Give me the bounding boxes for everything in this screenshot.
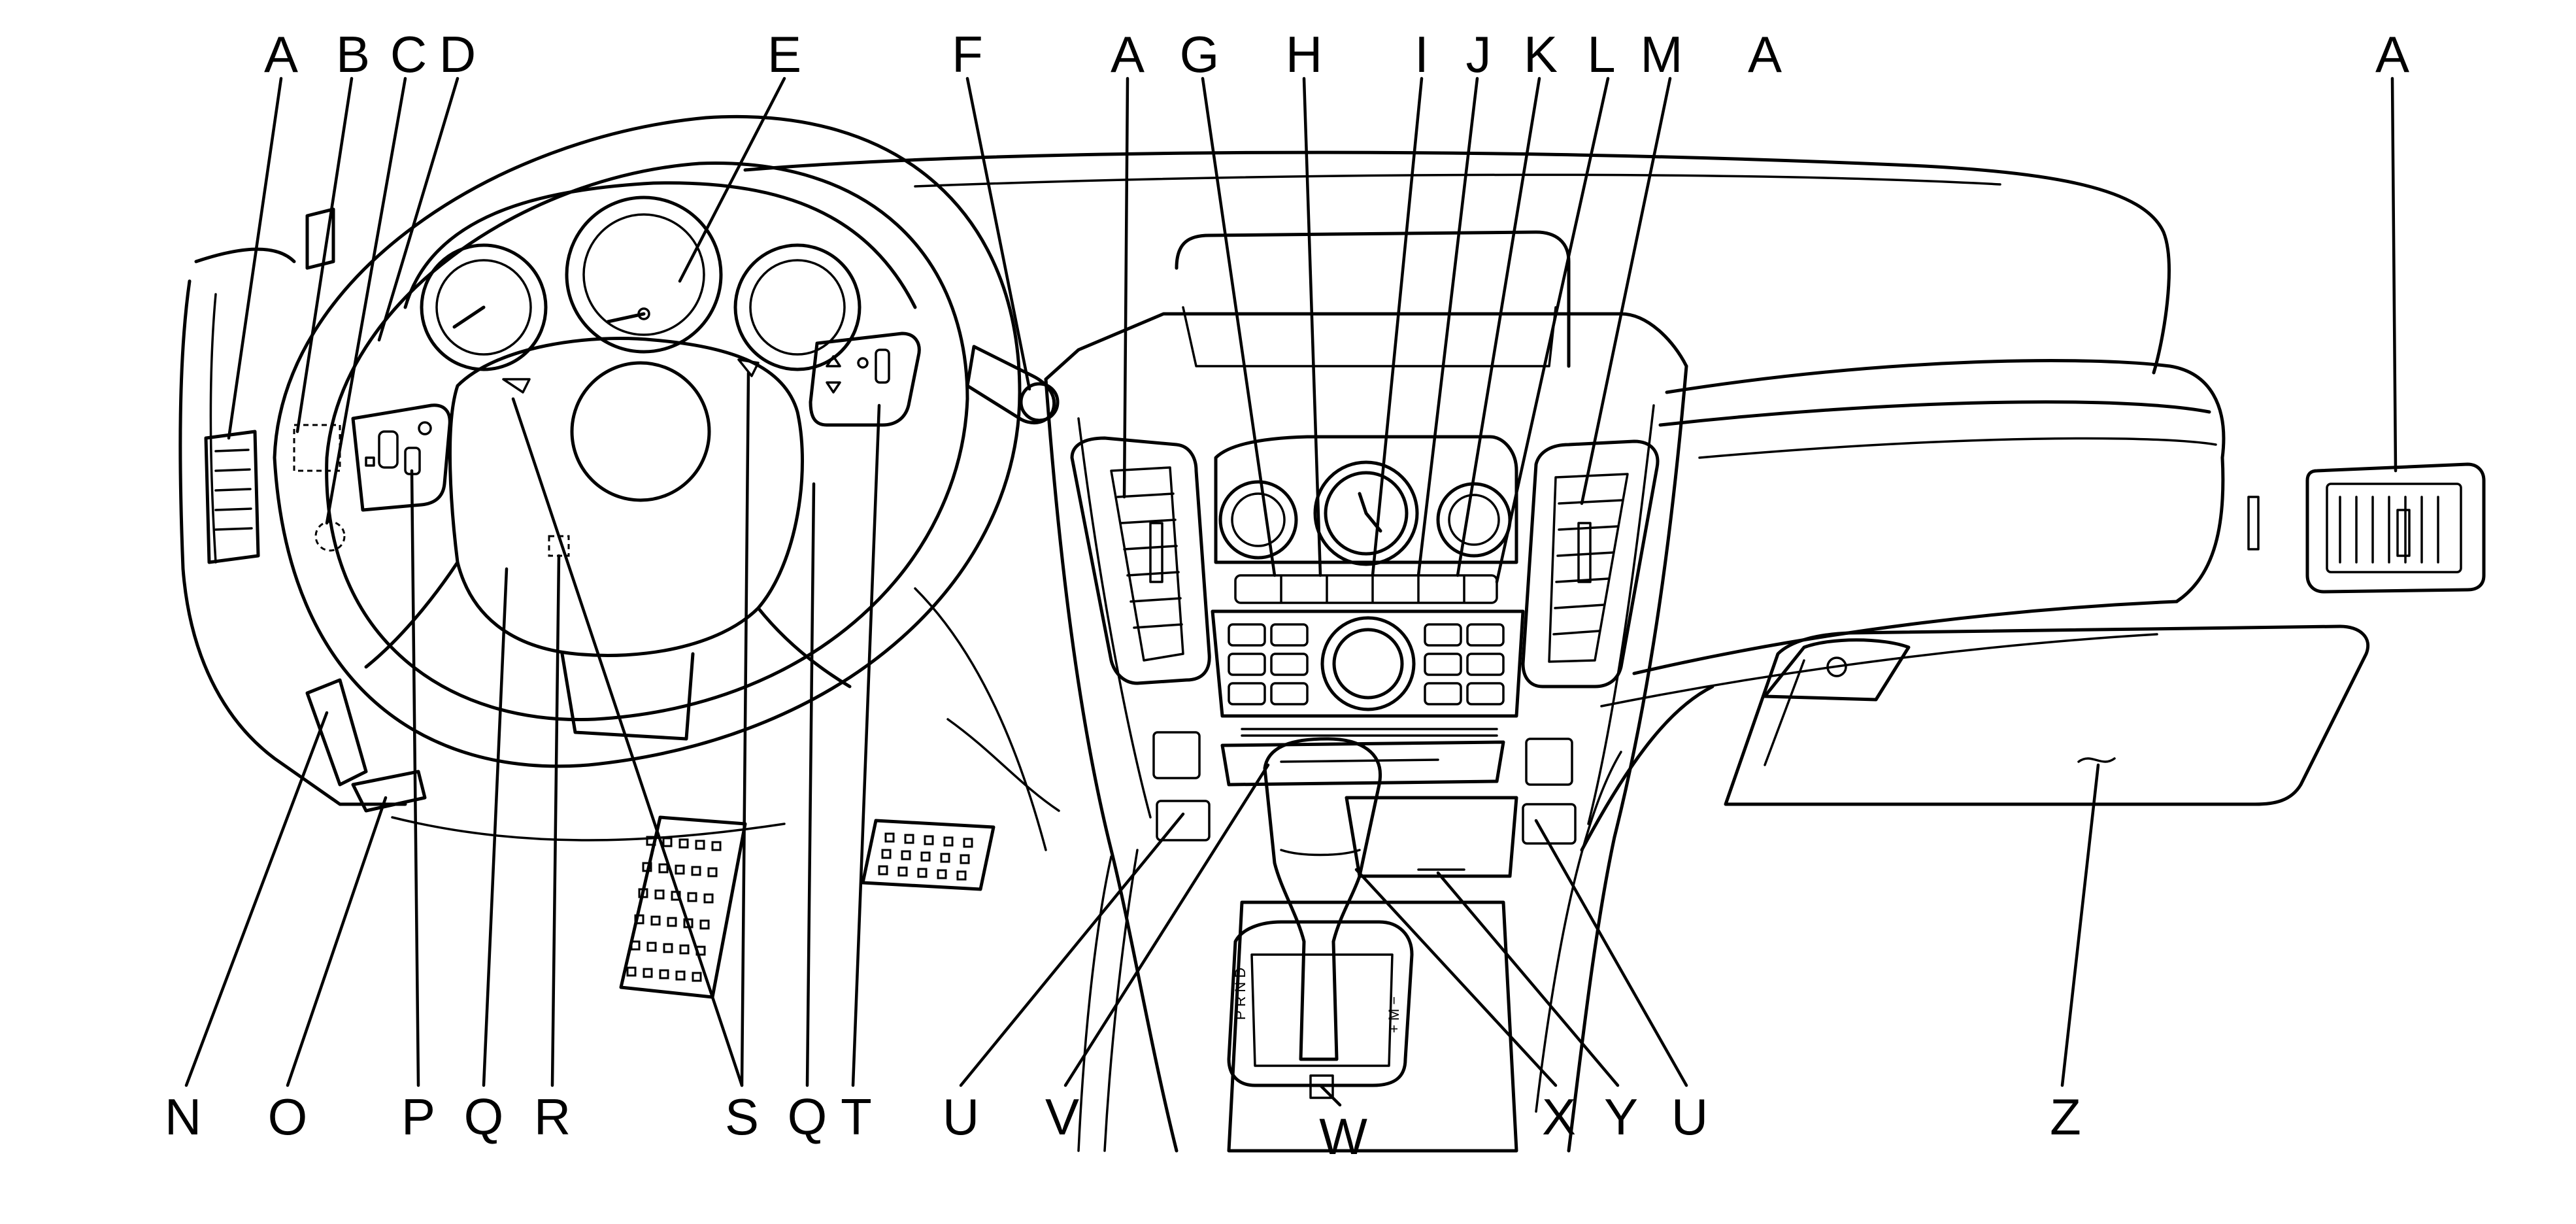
center-stack bbox=[1044, 230, 1688, 1153]
callout-h: H bbox=[1286, 26, 1322, 83]
steering-wheel-right-controls bbox=[809, 332, 921, 427]
steering-wheel bbox=[273, 115, 1022, 768]
callout-f: F bbox=[952, 26, 983, 83]
lower-right-bin bbox=[1522, 738, 1577, 845]
callout-v: V bbox=[1045, 1088, 1079, 1146]
callout-k: K bbox=[1524, 26, 1558, 83]
callout-n: N bbox=[165, 1088, 201, 1146]
callout-u-left: U bbox=[943, 1088, 979, 1146]
shifter-left-gates: P R N D bbox=[1232, 968, 1248, 1020]
callout-s: S bbox=[725, 1088, 759, 1146]
instrument-cluster bbox=[403, 181, 917, 371]
callout-c: C bbox=[390, 26, 427, 83]
speedometer bbox=[565, 196, 723, 354]
callout-j: J bbox=[1466, 26, 1492, 83]
right-air-vent bbox=[2247, 462, 2486, 594]
callout-b: B bbox=[336, 26, 370, 83]
callout-l: L bbox=[1587, 26, 1615, 83]
callout-x: X bbox=[1542, 1088, 1576, 1146]
shifter-right-gates: + M − bbox=[1386, 996, 1402, 1033]
left-air-vent bbox=[204, 430, 260, 564]
center-gauge-left bbox=[1218, 480, 1298, 560]
lower-left-bin bbox=[1152, 731, 1211, 842]
callout-a-right-vent: A bbox=[2375, 26, 2409, 83]
callout-u-right: U bbox=[1671, 1088, 1708, 1146]
callout-z: Z bbox=[2050, 1088, 2081, 1146]
shift-lever: P R N D + M − bbox=[1227, 737, 1414, 1099]
callout-m: M bbox=[1641, 26, 1683, 83]
dashboard-line-art: P R N D + M − bbox=[178, 115, 2486, 1153]
fuel-temp-gauge bbox=[733, 243, 861, 371]
center-left-air-vent bbox=[1070, 436, 1211, 685]
callout-t: T bbox=[841, 1088, 872, 1146]
callout-y: Y bbox=[1604, 1088, 1638, 1146]
callout-q-right: Q bbox=[788, 1088, 828, 1146]
callout-p: P bbox=[401, 1088, 435, 1146]
analog-clock bbox=[1313, 460, 1419, 566]
tachometer bbox=[420, 243, 548, 371]
wiper-stalk bbox=[965, 345, 1060, 425]
callout-r: R bbox=[534, 1088, 571, 1146]
exterior-lamp-controls bbox=[293, 424, 341, 472]
accelerator-pedal-right bbox=[861, 819, 995, 891]
callout-w: W bbox=[1319, 1108, 1367, 1165]
steering-wheel-left-controls bbox=[351, 403, 452, 512]
callout-labels: A B C D E F A G H I J K L M A A N O P Q … bbox=[165, 26, 2409, 1165]
center-gauge-right bbox=[1436, 482, 1512, 558]
callout-o: O bbox=[268, 1088, 308, 1146]
hood-release-hidden bbox=[314, 520, 346, 552]
callout-d: D bbox=[439, 26, 476, 83]
callout-a-center-left-vent: A bbox=[1111, 26, 1145, 83]
callout-a-left-vent: A bbox=[264, 26, 298, 83]
callout-e: E bbox=[767, 26, 801, 83]
center-right-air-vent bbox=[1521, 439, 1660, 688]
callout-q-left: Q bbox=[464, 1088, 504, 1146]
callout-g: G bbox=[1180, 26, 1220, 83]
callout-a-center-right-vent: A bbox=[1748, 26, 1782, 83]
airbag-emblem bbox=[570, 361, 711, 502]
callout-leader-lines bbox=[184, 76, 2398, 1107]
callout-i: I bbox=[1414, 26, 1429, 83]
glove-box bbox=[1724, 624, 2370, 806]
